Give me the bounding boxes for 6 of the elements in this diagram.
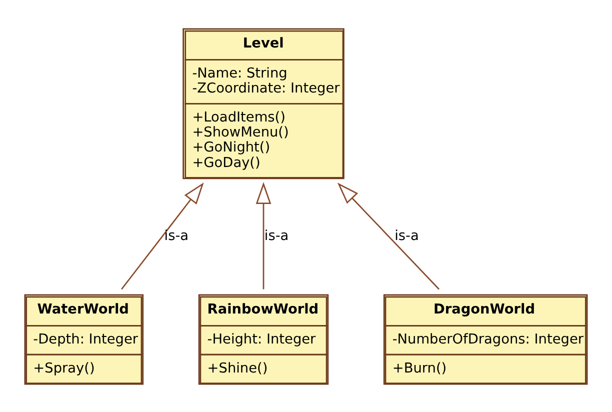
- arrow: [256, 182, 272, 289]
- arrow: [121, 182, 204, 290]
- edge-label: is-a: [164, 228, 189, 244]
- edge-label: is-a: [394, 228, 419, 244]
- arrow: [337, 182, 440, 290]
- edge-label: is-a: [264, 228, 289, 244]
